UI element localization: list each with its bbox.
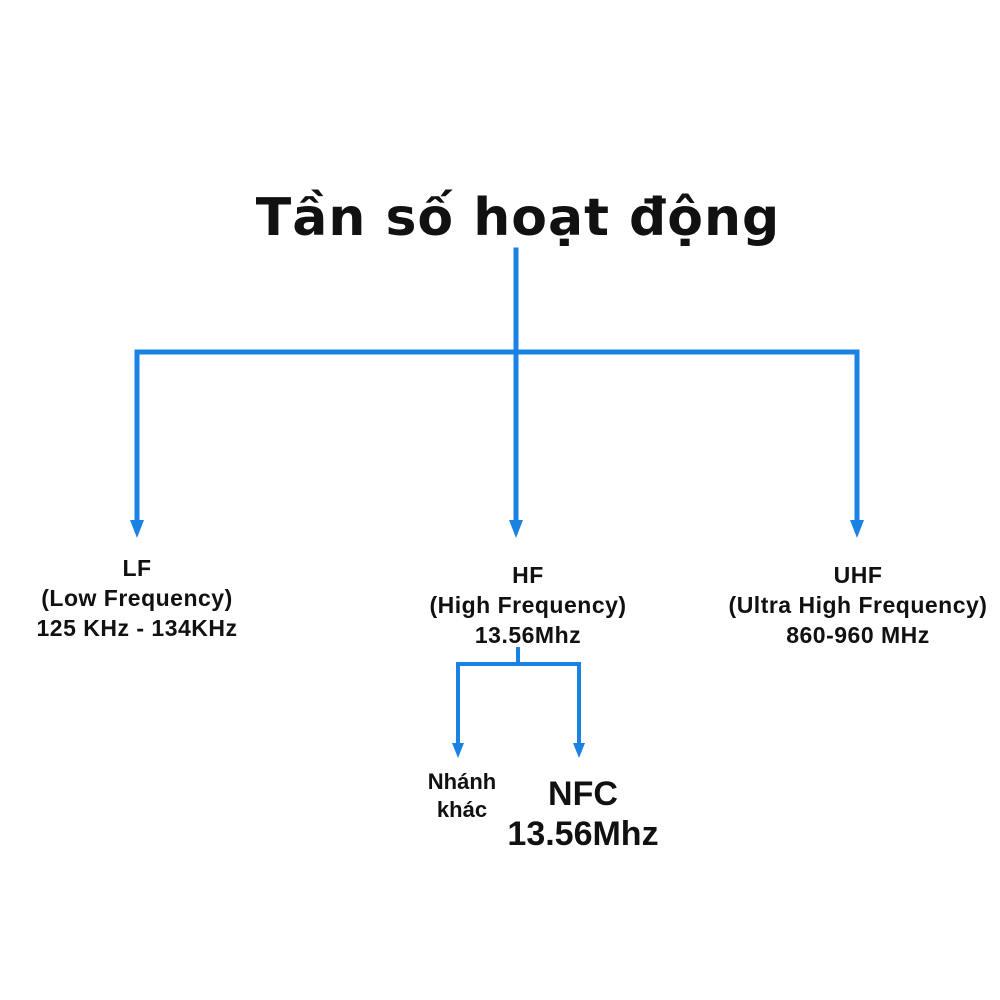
nfc-arrow-icon — [573, 743, 585, 758]
uhf-arrow-icon — [850, 520, 864, 538]
hf-child-other-branch: Nhánh khác — [428, 768, 496, 824]
connector-lines — [130, 247, 864, 758]
band-lf-range: 125 KHz - 134KHz — [36, 615, 238, 641]
hf-arrow-icon — [509, 520, 523, 538]
band-uhf-range: 860-960 MHz — [786, 622, 930, 648]
band-uhf-fullname: (Ultra High Frequency) — [728, 592, 988, 618]
band-hf-fullname: (High Frequency) — [429, 592, 627, 618]
band-node-hf: HF (High Frequency) 13.56Mhz — [429, 560, 626, 650]
other-branch-arrow-icon — [452, 743, 464, 758]
band-lf-name: LF — [122, 555, 152, 581]
band-node-uhf: UHF (Ultra High Frequency) 860-960 MHz — [729, 560, 988, 650]
lf-arrow-icon — [130, 520, 144, 538]
other-branch-line2: khác — [436, 797, 488, 822]
band-uhf-name: UHF — [833, 562, 883, 588]
nfc-range: 13.56Mhz — [507, 815, 659, 853]
band-node-lf: LF (Low Frequency) 125 KHz - 134KHz — [36, 553, 237, 643]
root-node-title: Tần số hoạt động — [255, 188, 781, 248]
band-lf-fullname: (Low Frequency) — [41, 585, 233, 611]
band-hf-name: HF — [512, 562, 544, 588]
other-branch-line1: Nhánh — [427, 769, 497, 794]
nfc-name: NFC — [548, 775, 618, 813]
hf-child-nfc: NFC 13.56Mhz — [507, 774, 658, 854]
band-hf-range: 13.56Mhz — [474, 622, 582, 648]
